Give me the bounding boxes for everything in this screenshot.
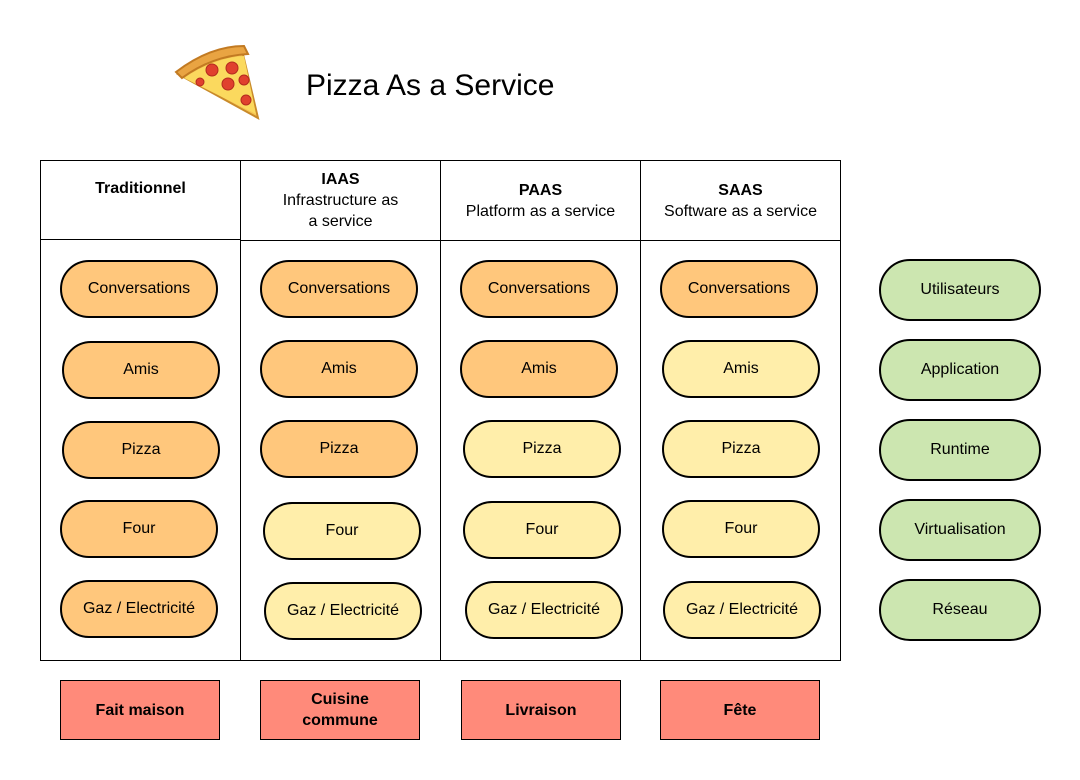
layer-pizza: Pizza	[62, 421, 220, 479]
legend-application: Application	[879, 339, 1041, 401]
legend-virtualisation: Virtualisation	[879, 499, 1041, 561]
layer-amis: Amis	[260, 340, 418, 398]
layer-gaz-electricite: Gaz / Electricité	[663, 581, 821, 639]
layer-four: Four	[463, 501, 621, 559]
legend-utilisateurs: Utilisateurs	[879, 259, 1041, 321]
layer-pizza: Pizza	[260, 420, 418, 478]
column-subtitle: Software as a service	[664, 202, 817, 220]
layer-pizza: Pizza	[463, 420, 621, 478]
legend-runtime: Runtime	[879, 419, 1041, 481]
layer-amis: Amis	[460, 340, 618, 398]
column-saas: SAAS Software as a service Conversations…	[640, 160, 841, 661]
layer-gaz-electricite: Gaz / Electricité	[465, 581, 623, 639]
layer-amis: Amis	[62, 341, 220, 399]
footer-livraison: Livraison	[461, 680, 621, 740]
column-title: SAAS	[718, 181, 763, 199]
layer-amis: Amis	[662, 340, 820, 398]
column-header: PAAS Platform as a service	[441, 161, 640, 241]
layer-conversations: Conversations	[460, 260, 618, 318]
layer-gaz-electricite: Gaz / Electricité	[264, 582, 422, 640]
column-title: PAAS	[518, 181, 563, 199]
column-paas: PAAS Platform as a service Conversations…	[440, 160, 641, 661]
column-title: Traditionnel	[95, 180, 186, 197]
column-header: SAAS Software as a service	[641, 161, 840, 241]
footer-fete: Fête	[660, 680, 820, 740]
footer-fait-maison: Fait maison	[60, 680, 220, 740]
legend-reseau: Réseau	[879, 579, 1041, 641]
layer-gaz-electricite: Gaz / Electricité	[60, 580, 218, 638]
column-title: IAAS	[321, 171, 360, 188]
column-header: Traditionnel	[41, 161, 240, 240]
column-subtitle: Platform as a service	[465, 202, 616, 220]
layer-conversations: Conversations	[660, 260, 818, 318]
layer-conversations: Conversations	[60, 260, 218, 318]
layer-four: Four	[662, 500, 820, 558]
column-iaas: IAAS Infrastructure as a service Convers…	[240, 160, 441, 661]
column-traditionnel: Traditionnel Conversations Amis Pizza Fo…	[40, 160, 241, 661]
page-title: Pizza As a Service	[306, 69, 555, 102]
layer-conversations: Conversations	[260, 260, 418, 318]
pizza-slice-icon	[174, 44, 260, 120]
layer-four: Four	[60, 500, 218, 558]
layer-four: Four	[263, 502, 421, 560]
layer-pizza: Pizza	[662, 420, 820, 478]
column-subtitle: Infrastructure as a service	[282, 192, 399, 230]
column-header: IAAS Infrastructure as a service	[241, 161, 440, 241]
footer-cuisine-commune: Cuisine commune	[260, 680, 420, 740]
